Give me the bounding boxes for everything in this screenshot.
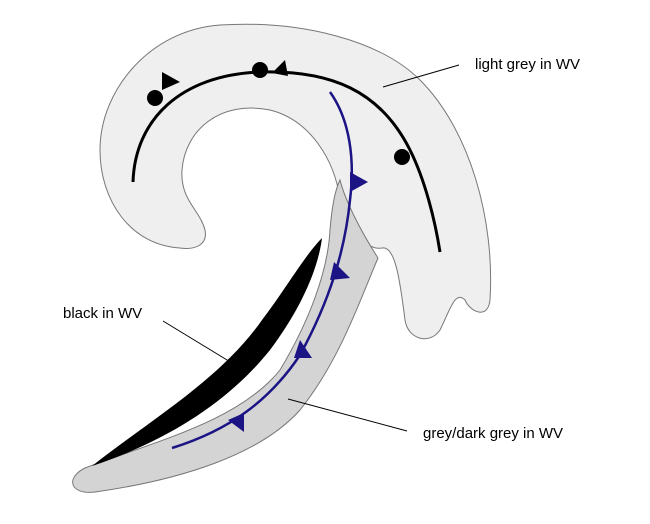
cold-front-triangle-symbol [350,172,368,192]
leader-line-black [162,320,233,364]
label-light-grey: light grey in WV [475,56,581,73]
cold-front-triangle-symbol [294,340,312,358]
warm-front-semicircle-symbol [252,62,268,78]
warm-front-semicircle-symbol [394,149,410,165]
dark-grey-region [72,178,379,493]
occluded-front-line [131,70,442,253]
light-grey-cloud-region [99,23,492,340]
cold-front-triangle-symbol [162,72,180,90]
cold-front-triangle-symbol [228,413,244,432]
label-dark-grey: grey/dark grey in WV [423,425,564,442]
warm-front-semicircle-symbol [147,90,163,106]
leader-line-dark-grey [287,398,408,432]
label-black: black in WV [63,305,143,322]
cold-front-triangle-symbol [272,60,288,76]
cold-front-triangle-symbol [330,262,350,280]
leader-line-light-grey [382,64,460,88]
